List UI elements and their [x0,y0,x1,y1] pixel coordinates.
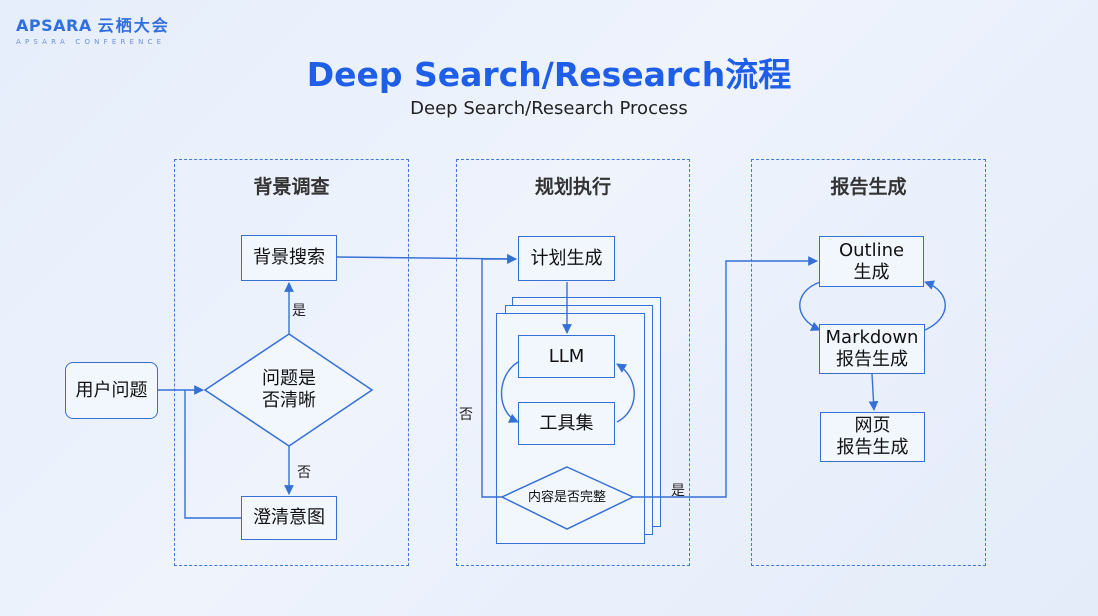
panel-background-research: 背景调查 [174,159,409,566]
logo-brand-cn: 云栖大会 [97,16,170,35]
decision-diamond-content-complete [500,466,635,530]
decision-question-clear-label: 问题是 否清晰 [262,367,316,412]
node-toolset: 工具集 [518,402,615,445]
node-clarify-intent: 澄清意图 [241,496,337,540]
edge-complete-to-outline [633,256,818,498]
logo-subtitle: APSARA CONFERENCE [16,38,166,46]
logo-brand-en: APSARA [16,16,92,35]
decision-content-complete-label: 内容是否完整 [527,489,606,505]
edge-label-yes-report: 是 [671,483,685,499]
panel-report-generation: 报告生成 [751,159,986,566]
conference-logo: APSARA 云栖大会 APSARA CONFERENCE [16,12,170,46]
node-llm: LLM [518,335,615,378]
edge-clarify-loopback [184,390,241,519]
page-subtitle: Deep Search/Research Process [410,98,688,119]
edge-label-no-clarify: 否 [297,465,311,481]
edge-markdown-to-webpage [868,373,879,411]
panel-title-background: 背景调查 [253,176,330,198]
node-outline-generation: Outline 生成 [819,236,924,287]
node-webpage-report: 网页 报告生成 [820,412,925,462]
logo-brand: APSARA 云栖大会 [16,12,170,36]
page-title: Deep Search/Research流程 [306,55,792,94]
panel-planning-execution: 规划执行 [456,159,690,566]
node-background-search: 背景搜索 [241,235,337,281]
edge-label-yes-search: 是 [292,303,306,319]
edge-label-no-replan: 否 [459,407,473,423]
edge-toolset-to-llm [616,363,635,423]
node-markdown-report: Markdown 报告生成 [819,324,925,374]
decision-diamond-question-clear [203,333,374,447]
node-user-question: 用户问题 [65,362,158,419]
edge-llm-to-toolset [500,361,519,423]
panel-title-report: 报告生成 [830,176,907,198]
panel-title-planning: 规划执行 [534,176,611,198]
node-plan-generation: 计划生成 [518,236,615,281]
edge-markdown-to-outline [924,280,946,331]
edge-outline-to-markdown [799,281,821,331]
edge-incomplete-to-plan [481,254,517,498]
